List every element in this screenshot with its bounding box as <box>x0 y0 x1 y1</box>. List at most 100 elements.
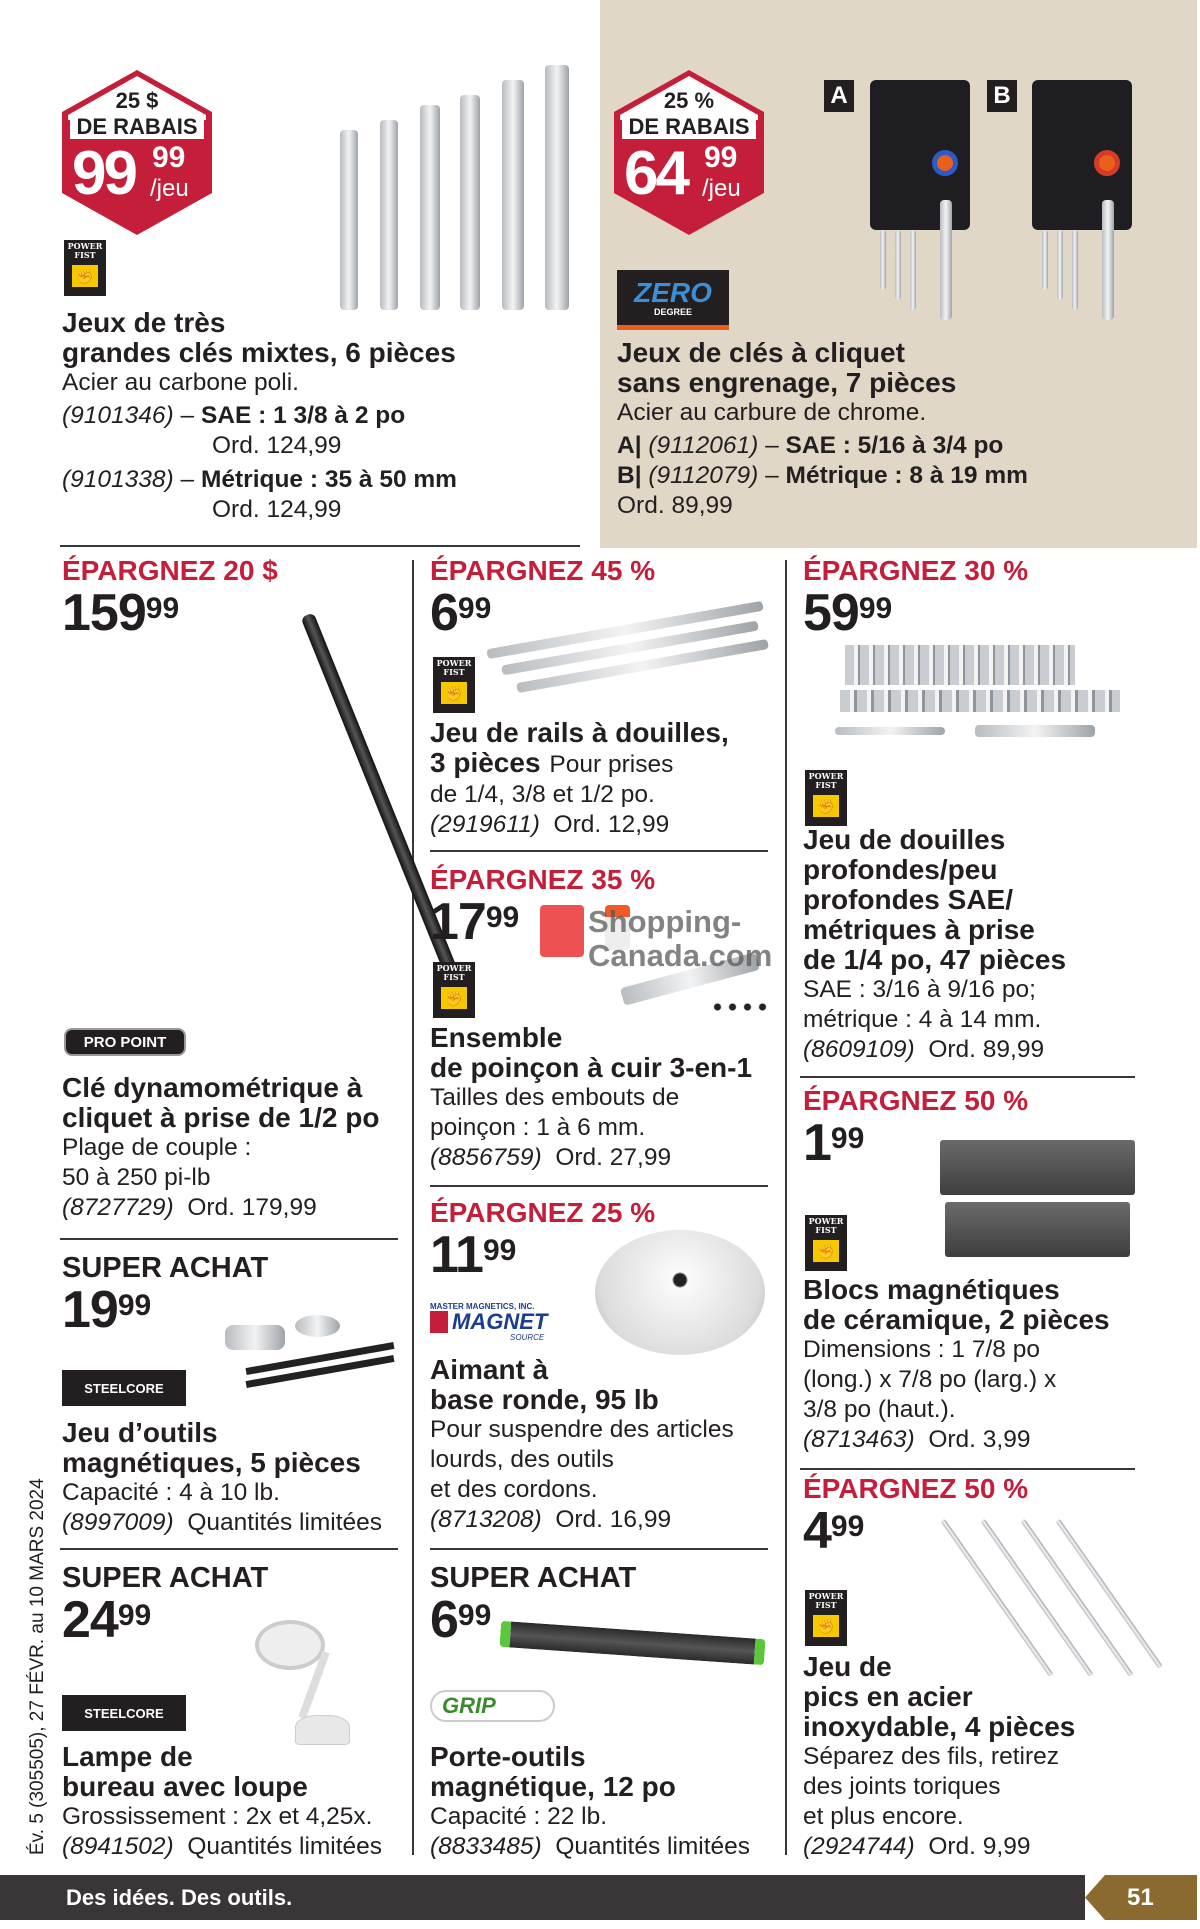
footer-slogan: Des idées. Des outils. <box>66 1885 293 1910</box>
variant-label: B| <box>617 462 642 489</box>
price-dollars: 159 <box>62 584 147 642</box>
price-cents: 99 <box>830 1122 865 1155</box>
product-title: Aimant à <box>430 1354 549 1385</box>
fist-icon: ✊ <box>70 263 100 289</box>
product-title: Ensemble <box>430 1022 563 1053</box>
product-title: Jeu de douilles <box>803 824 1006 855</box>
price-dollars: 6 <box>430 584 459 642</box>
product-title: de 1/4 po, 47 pièces <box>803 944 1067 975</box>
regular-price: Ord. 124,99 <box>212 496 342 523</box>
socket-rail-set-image <box>485 585 775 694</box>
product-description: Séparez des fils, retirez <box>803 1743 1059 1770</box>
price-dollars: 11 <box>430 1226 484 1284</box>
sku: (2919611) <box>430 811 540 838</box>
product-title: magnétiques, 5 pièces <box>62 1447 361 1478</box>
brand-sub: SOURCE <box>510 1333 545 1342</box>
product-info: Ensemble de poinçon à cuir 3-en-1 Taille… <box>430 1023 752 1173</box>
price-cents: 99 <box>482 1234 517 1267</box>
product-card: ÉPARGNEZ 35 % 1799 <box>430 865 655 951</box>
product-title: base ronde, 95 lb <box>430 1384 659 1415</box>
divider <box>430 1548 768 1550</box>
round-magnet-image <box>595 1230 765 1355</box>
product-card: ÉPARGNEZ 50 % 199 <box>803 1085 1029 1171</box>
regular-price: Ord. 179,99 <box>187 1194 317 1221</box>
product-card: ÉPARGNEZ 30 % 5999 <box>803 555 1029 642</box>
discount-badge: 25 $ DE RABAIS 99 99 /jeu <box>62 70 212 235</box>
product-description: Tailles des embouts de <box>430 1084 680 1111</box>
availability-note: Quantités limitées <box>187 1833 383 1860</box>
badge-label: DE RABAIS <box>622 115 756 139</box>
product-description: 50 à 250 pi-lb <box>62 1164 211 1191</box>
watermark: Shopping-Canada.com <box>588 904 773 973</box>
variant-row: A| (9112061) – SAE : 5/16 à 3/4 po <box>617 431 1028 461</box>
product-info: Clé dynamométrique à cliquet à prise de … <box>62 1073 379 1223</box>
product-card: ÉPARGNEZ 50 % 499 <box>803 1474 1028 1560</box>
column-divider <box>412 560 414 1855</box>
divider <box>60 545 580 547</box>
savings-label: ÉPARGNEZ 30 % <box>803 555 1029 586</box>
combination-wrench-set-image <box>330 60 580 320</box>
product-info: Jeu de douilles profondes/peu profondes … <box>803 825 1066 1065</box>
product-title: Blocs magnétiques <box>803 1274 1060 1305</box>
product-description: des joints toriques <box>803 1773 1001 1800</box>
regular-price: Ord. 16,99 <box>555 1506 672 1533</box>
product-card: SUPER ACHAT 2499 <box>62 1563 268 1647</box>
price-dollars: 59 <box>803 584 860 642</box>
brand-sub: DEGREE <box>653 306 692 317</box>
super-deal-label: SUPER ACHAT <box>62 1562 269 1594</box>
sku: (8856759) <box>430 1144 542 1171</box>
variant-spec: Métrique : 8 à 19 mm <box>785 462 1028 489</box>
super-deal-label: SUPER ACHAT <box>430 1562 637 1594</box>
sku: (8727729) <box>62 1194 174 1221</box>
price-cents: 99 <box>117 1599 152 1632</box>
product-title: bureau avec loupe <box>62 1771 308 1802</box>
product-info: Aimant à base ronde, 95 lb Pour suspendr… <box>430 1355 734 1535</box>
badge-price: 64 <box>624 139 690 208</box>
fist-icon: ✊ <box>811 793 841 819</box>
brand-top: MASTER MAGNETICS, INC. <box>430 1302 535 1311</box>
variant-spec: Métrique : 35 à 50 mm <box>200 466 457 493</box>
variant-spec: SAE : 1 3/8 à 2 po <box>200 402 406 429</box>
sku: (8609109) <box>803 1036 915 1063</box>
divider <box>800 1468 1135 1470</box>
product-description: Pour suspendre des articles <box>430 1416 734 1443</box>
pro-point-logo: PRO POINT <box>64 1028 186 1056</box>
price-dollars: 17 <box>430 893 487 951</box>
product-description: Acier au carbone poli. <box>62 369 299 396</box>
product-description: Plage de couple : <box>62 1134 252 1161</box>
price-dollars: 24 <box>62 1591 119 1649</box>
product-info: Jeu d’outils magnétiques, 5 pièces Capac… <box>62 1418 382 1538</box>
fist-icon: ✊ <box>439 680 469 706</box>
product-title: de céramique, 2 pièces <box>803 1304 1110 1335</box>
product-title: Jeux de très <box>62 307 226 338</box>
price: 15999 <box>62 586 278 640</box>
sku: (8997009) <box>62 1509 174 1536</box>
brand-name: MAGNET <box>430 1311 560 1333</box>
regular-price: Ord. 9,99 <box>928 1833 1031 1860</box>
sku: (9112079) <box>648 462 759 489</box>
separator: – <box>765 462 779 489</box>
price-cents: 99 <box>830 1510 865 1543</box>
product-title: 3 pièces <box>430 747 541 778</box>
product-info: Jeu de pics en acier inoxydable, 4 pièce… <box>803 1652 1075 1862</box>
badge-discount: 25 % <box>663 88 715 113</box>
savings-label: ÉPARGNEZ 50 % <box>803 1085 1029 1116</box>
sku: (8713208) <box>430 1506 542 1533</box>
product-description: Acier au carbure de chrome. <box>617 399 927 426</box>
savings-label: ÉPARGNEZ 45 % <box>430 555 656 586</box>
steelcore-logo: STEELCORE <box>62 1370 186 1406</box>
sku: (9101346) <box>62 402 174 429</box>
price-cents: 99 <box>485 901 520 934</box>
price-dollars: 4 <box>803 1502 832 1560</box>
brand-name: ZERO <box>634 276 712 308</box>
product-title: pics en acier <box>803 1681 973 1712</box>
ratcheting-wrench-set-a-image <box>870 80 970 320</box>
product-title: sans engrenage, 7 pièces <box>617 367 957 398</box>
column-divider <box>785 560 787 1855</box>
hexagon-badge-shape <box>614 70 764 235</box>
